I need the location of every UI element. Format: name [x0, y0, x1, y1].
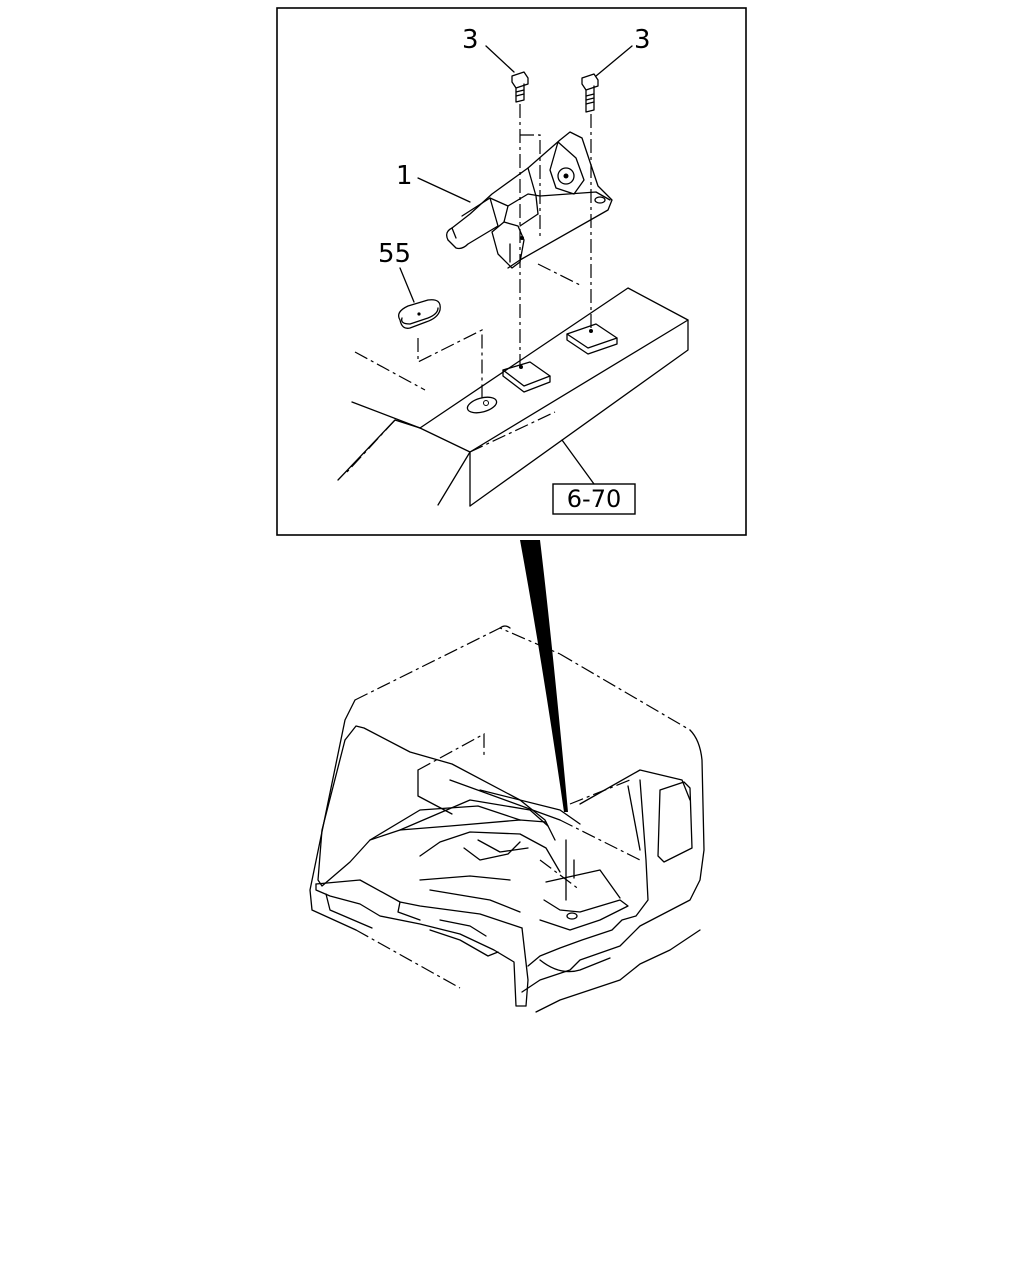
detail-frame: [276, 7, 747, 536]
detail-pointer: [520, 540, 568, 812]
mounting-pad-left: [502, 361, 551, 393]
reference-box: [552, 483, 636, 515]
bracket-assembly: [446, 131, 613, 269]
callout-bolt-right: 3: [634, 25, 651, 55]
reference-box-label: 6-70: [567, 485, 621, 513]
cab-overview: [309, 625, 705, 1013]
grommet-install-line: [417, 329, 483, 398]
grommet: [397, 299, 441, 329]
callout-bracket: 1: [396, 161, 413, 191]
callout-leaders: [399, 45, 633, 485]
callout-bolt-left: 3: [462, 25, 479, 55]
bolt-right: [581, 73, 599, 113]
bolt-left: [511, 71, 529, 103]
crossmember: [337, 287, 689, 507]
callout-grommet: 55: [378, 239, 411, 269]
hole-for-grommet: [466, 396, 498, 414]
mounting-pad-right: [566, 323, 618, 355]
